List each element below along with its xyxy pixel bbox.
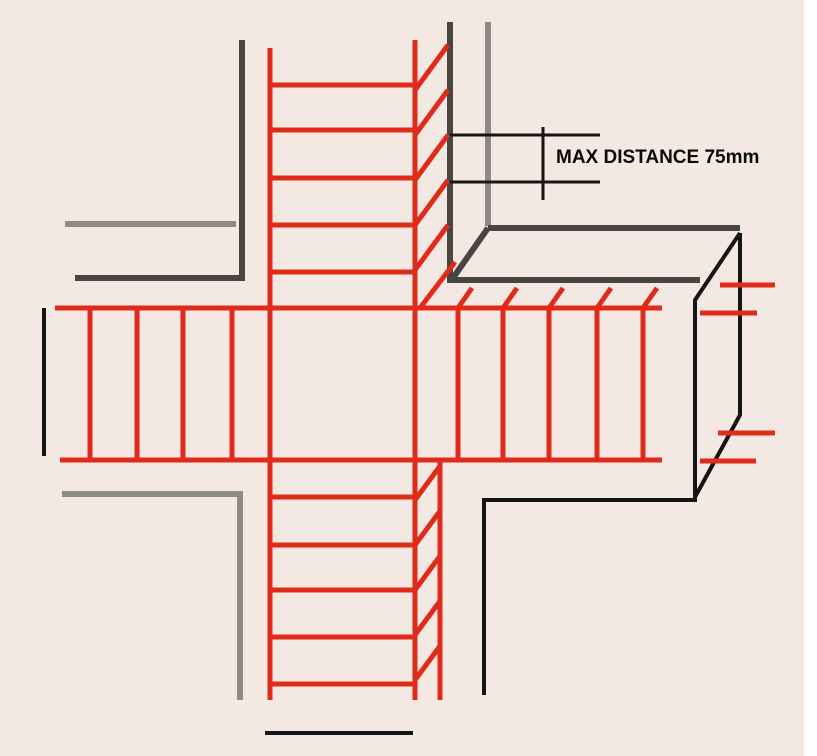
column-reinforcement	[267, 40, 457, 700]
slab-top-outline	[450, 225, 740, 280]
right-bottom-outline	[482, 231, 742, 695]
bottom-left-outline	[62, 491, 243, 700]
beam-reinforcement	[55, 282, 775, 464]
concrete-outlines	[42, 22, 742, 735]
dimension-marker	[450, 127, 600, 200]
top-left-inner-outline	[75, 40, 245, 281]
max-distance-label: MAX DISTANCE 75mm	[556, 147, 760, 168]
slab-edge-outline	[693, 233, 742, 498]
top-right-inner-outline	[447, 22, 700, 283]
slab-bar-stubs	[700, 282, 775, 464]
